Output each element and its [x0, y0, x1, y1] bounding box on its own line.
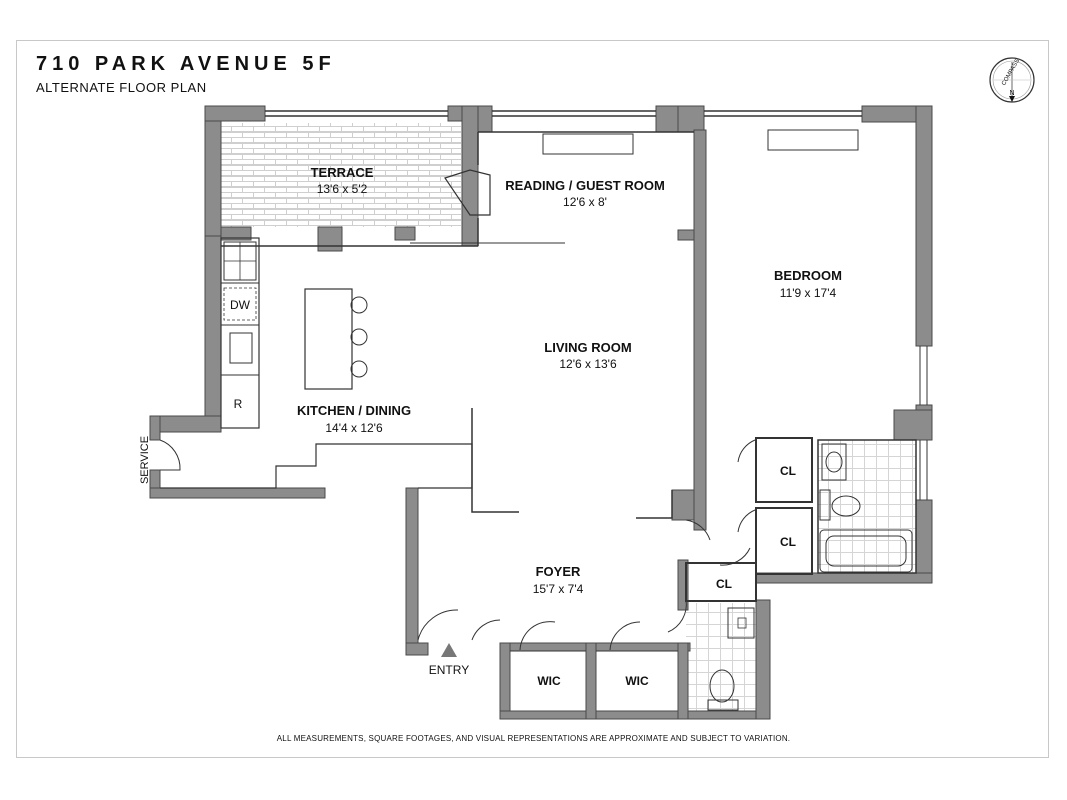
terrace-label: TERRACE	[311, 165, 374, 180]
entry-label: ENTRY	[429, 663, 469, 677]
living-room-label: LIVING ROOM	[544, 340, 631, 355]
bathroom-floor	[818, 440, 916, 573]
compass-north-label: N	[1009, 90, 1014, 97]
page-frame	[16, 40, 1049, 758]
interior-lines	[160, 110, 928, 711]
service-label: SERVICE	[139, 436, 151, 484]
kitchen-dims: 14'4 x 12'6	[325, 421, 383, 435]
half-bath-floor	[686, 603, 756, 713]
reading-room-dims: 12'6 x 8'	[563, 195, 607, 209]
terrace-floor	[221, 123, 461, 227]
bedroom-dims: 11'9 x 17'4	[780, 286, 837, 300]
dishwasher-label: DW	[230, 298, 251, 312]
bedroom-label: BEDROOM	[774, 268, 842, 283]
foyer-label: FOYER	[536, 564, 581, 579]
walls	[149, 105, 933, 720]
refrigerator-label: R	[234, 397, 243, 411]
foyer-dims: 15'7 x 7'4	[533, 582, 584, 596]
disclaimer: ALL MEASUREMENTS, SQUARE FOOTAGES, AND V…	[276, 734, 791, 743]
page-subtitle: ALTERNATE FLOOR PLAN	[36, 80, 207, 95]
door-swings	[159, 439, 756, 651]
wic-1-label: WIC	[537, 674, 561, 688]
wic-2-label: WIC	[625, 674, 649, 688]
closet-1-label: CL	[780, 464, 796, 478]
compass-icon: COMPASS N	[989, 57, 1035, 103]
living-room-dims: 12'6 x 13'6	[559, 357, 617, 371]
terrace-dims: 13'6 x 5'2	[317, 182, 368, 196]
kitchen-label: KITCHEN / DINING	[297, 403, 411, 418]
closet-3-label: CL	[716, 577, 732, 591]
page-title: 710 PARK AVENUE 5F	[36, 53, 336, 75]
closet-2-label: CL	[780, 535, 796, 549]
entry-arrow-icon	[441, 643, 457, 657]
reading-room-label: READING / GUEST ROOM	[505, 178, 665, 193]
